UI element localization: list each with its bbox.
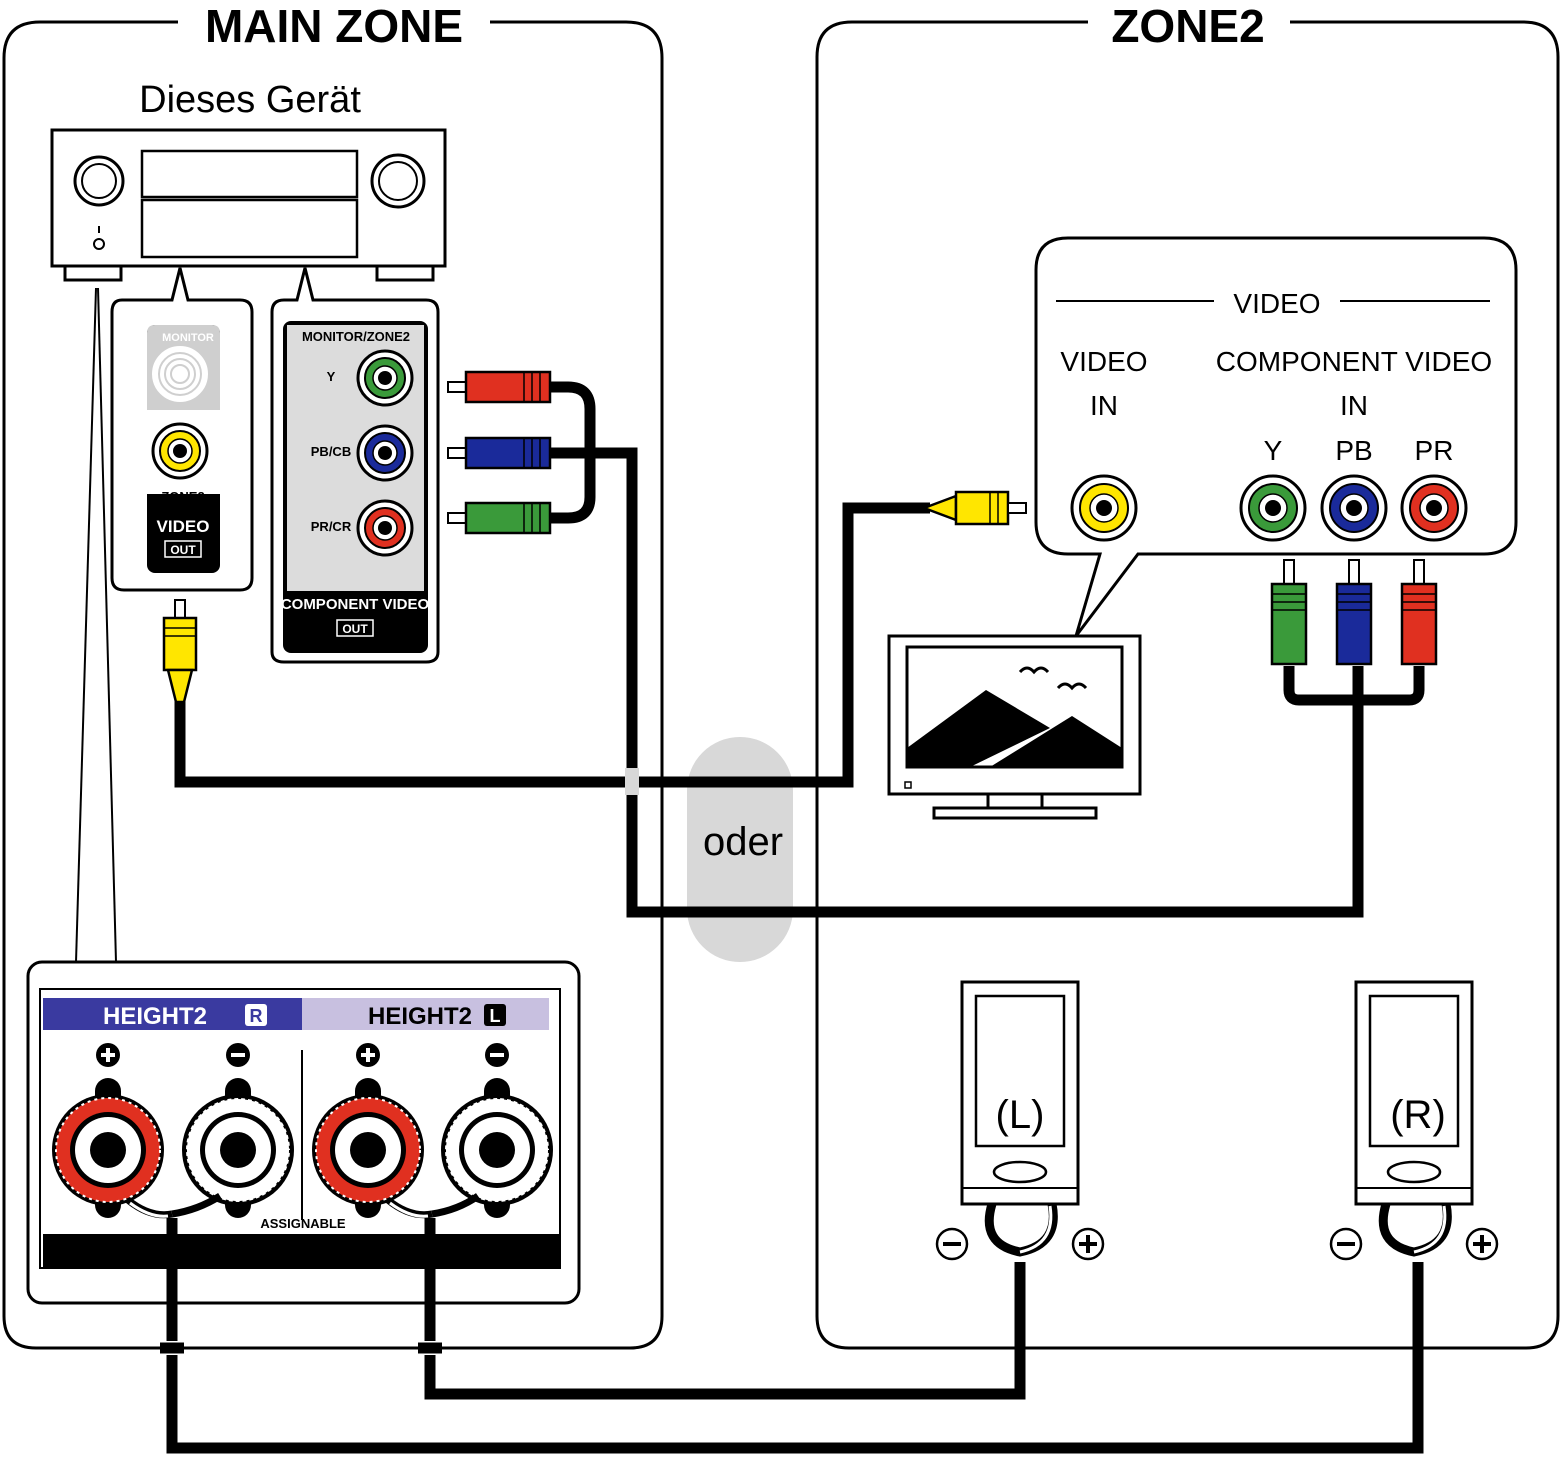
tv-input-title: VIDEO bbox=[1233, 288, 1320, 319]
component-out-footer: COMPONENT VIDEO bbox=[281, 596, 430, 613]
callout-line-right bbox=[97, 287, 117, 963]
speaker-right-label: (R) bbox=[1390, 1093, 1446, 1137]
tv-component-line1: COMPONENT VIDEO bbox=[1216, 346, 1492, 377]
speaker-cable-right bbox=[166, 1218, 1424, 1454]
component-cable-bundle bbox=[550, 381, 596, 524]
plus-outline-icon bbox=[1465, 1227, 1499, 1261]
assignable-label: ASSIGNABLE bbox=[260, 1216, 346, 1231]
plus-icon bbox=[356, 1043, 380, 1067]
height2-l-badge: L bbox=[490, 1006, 501, 1026]
terminal-white-icon bbox=[441, 1078, 553, 1218]
plus-outline-icon bbox=[1071, 1227, 1105, 1261]
tv-video-in-line2: IN bbox=[1090, 390, 1118, 421]
component-video-cable bbox=[550, 447, 1364, 918]
minus-icon bbox=[485, 1043, 509, 1067]
cable-gap-1 bbox=[625, 768, 639, 795]
monitor-label: MONITOR bbox=[162, 332, 214, 344]
receiver-device bbox=[50, 128, 447, 282]
tv-y-jack-icon bbox=[1239, 474, 1307, 542]
height2-l-badge-box bbox=[484, 1004, 506, 1026]
receiver-label: Dieses Gerät bbox=[139, 79, 361, 121]
tv-icon bbox=[887, 634, 1142, 820]
zone2-title: ZONE2 bbox=[1111, 0, 1264, 52]
speaker-wire-stub-inner bbox=[389, 1201, 429, 1218]
video-out-badge bbox=[164, 540, 202, 558]
tv-input-callout bbox=[1034, 236, 1518, 637]
tv-video-in-jack-icon bbox=[1070, 474, 1138, 542]
height2-l-label: HEIGHT2 bbox=[368, 1003, 472, 1030]
component-out-pr-jack-icon bbox=[356, 499, 414, 557]
height2-r-badge-box bbox=[245, 1004, 267, 1026]
monitor-video-jack-icon bbox=[152, 346, 208, 402]
component-out-pb-jack-icon bbox=[356, 424, 414, 482]
plus-icon bbox=[96, 1043, 120, 1067]
speaker-right-icon bbox=[1354, 980, 1474, 1257]
component-out-pr-label: PR/CR bbox=[311, 519, 352, 534]
composite-video-cable bbox=[174, 502, 930, 788]
height2-r-label: HEIGHT2 bbox=[103, 1003, 207, 1030]
height2-r-badge: R bbox=[250, 1006, 263, 1026]
terminal-white-icon bbox=[182, 1078, 294, 1218]
minus-outline-icon bbox=[1329, 1227, 1363, 1261]
component-out-badge bbox=[336, 619, 374, 637]
tv-component-bundle bbox=[1283, 666, 1425, 706]
plug-red-horizontal-icon bbox=[447, 370, 552, 404]
speaker-left-label: (L) bbox=[996, 1093, 1045, 1137]
plug-green-vertical-icon bbox=[1270, 559, 1308, 666]
tv-pb-label: PB bbox=[1335, 435, 1372, 466]
plug-blue-horizontal-icon bbox=[447, 436, 552, 470]
plug-blue-vertical-icon bbox=[1335, 559, 1373, 666]
minus-icon bbox=[226, 1043, 250, 1067]
tv-video-in-line1: VIDEO bbox=[1060, 346, 1147, 377]
video-out-label: VIDEO bbox=[157, 517, 210, 536]
speaker-left-icon bbox=[960, 980, 1080, 1257]
tv-pb-jack-icon bbox=[1320, 474, 1388, 542]
tv-pr-jack-icon bbox=[1400, 474, 1468, 542]
main-zone-frame bbox=[2, 20, 664, 1350]
component-out-out-label: OUT bbox=[342, 622, 368, 636]
speaker-wire-stub-inner bbox=[129, 1201, 169, 1218]
main-zone-title: MAIN ZONE bbox=[205, 0, 463, 52]
callout-line-left bbox=[75, 287, 97, 963]
component-out-y-label: Y bbox=[327, 369, 336, 384]
tv-component-line2: IN bbox=[1340, 390, 1368, 421]
speaker-wire-stub bbox=[431, 1193, 481, 1218]
video-out-out-label: OUT bbox=[170, 543, 196, 557]
zone2-frame bbox=[815, 20, 1560, 1350]
speaker-wire-stub bbox=[171, 1193, 222, 1218]
component-out-y-jack-icon bbox=[356, 349, 414, 407]
zone2-jack-label: ZONE2 bbox=[161, 489, 204, 504]
plug-yellow-horizontal-icon bbox=[920, 490, 1027, 526]
tv-y-label: Y bbox=[1264, 435, 1283, 466]
zone2-video-jack-icon bbox=[147, 410, 220, 494]
minus-outline-icon bbox=[935, 1227, 969, 1261]
speaker-cable-left bbox=[424, 1218, 1026, 1400]
oder-pill bbox=[687, 737, 793, 962]
component-out-pb-label: PB/CB bbox=[311, 444, 351, 459]
terminal-red-icon bbox=[312, 1078, 424, 1218]
tv-pr-label: PR bbox=[1415, 435, 1454, 466]
plug-yellow-vertical-icon bbox=[162, 599, 198, 704]
plug-green-horizontal-icon bbox=[447, 501, 552, 535]
terminal-red-icon bbox=[52, 1078, 164, 1218]
component-out-header: MONITOR/ZONE2 bbox=[302, 329, 410, 344]
oder-label: oder bbox=[703, 820, 783, 864]
plug-red-vertical-icon bbox=[1400, 559, 1438, 666]
